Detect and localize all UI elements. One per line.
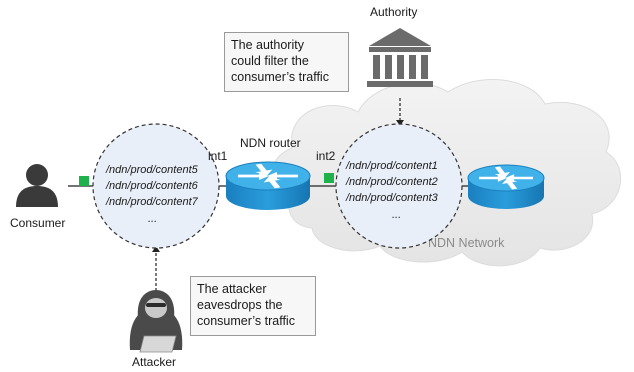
attacker-icon: [129, 290, 183, 353]
left-table: /ndn/prod/content5 /ndn/prod/content6 /n…: [92, 123, 220, 249]
left-table-entry: /ndn/prod/content7: [105, 196, 199, 208]
left-table-entry: /ndn/prod/content5: [105, 164, 199, 176]
router-icon: [225, 161, 311, 210]
authority-note-line: consumer’s traffic: [231, 70, 329, 84]
authority-note-line: could filter the: [231, 54, 309, 68]
int1-label: int1: [208, 149, 228, 163]
right-table-entry: /ndn/prod/content2: [345, 176, 438, 188]
attacker-note-line: consumer’s traffic: [197, 314, 295, 328]
router-label: NDN router: [240, 136, 301, 150]
packet-icon: [79, 176, 89, 186]
left-table-entry: /ndn/prod/content6: [105, 180, 199, 192]
bank-icon: [367, 28, 433, 87]
right-table: /ndn/prod/content1 /ndn/prod/content2 /n…: [335, 123, 463, 249]
authority-note-line: The authority: [231, 38, 304, 52]
authority-label: Authority: [370, 5, 417, 19]
int2-label: int2: [316, 149, 336, 163]
authority-note: The authority could filter the consumer’…: [224, 32, 349, 92]
attacker-note-line: The attacker: [197, 282, 267, 296]
left-table-ellipsis: ...: [148, 213, 157, 225]
attacker-label: Attacker: [132, 355, 176, 369]
right-table-entry: /ndn/prod/content1: [345, 160, 438, 172]
user-icon: [16, 164, 58, 207]
router-icon: [467, 164, 545, 209]
packet-icon: [324, 173, 334, 183]
network-label: NDN Network: [428, 236, 505, 250]
right-table-ellipsis: ...: [392, 209, 401, 221]
consumer-label: Consumer: [10, 216, 65, 230]
arrowheads: [152, 120, 404, 252]
attacker-note-line: eavesdrops the: [197, 298, 283, 312]
attacker-note: The attacker eavesdrops the consumer’s t…: [190, 276, 316, 336]
right-table-entry: /ndn/prod/content3: [345, 192, 439, 204]
